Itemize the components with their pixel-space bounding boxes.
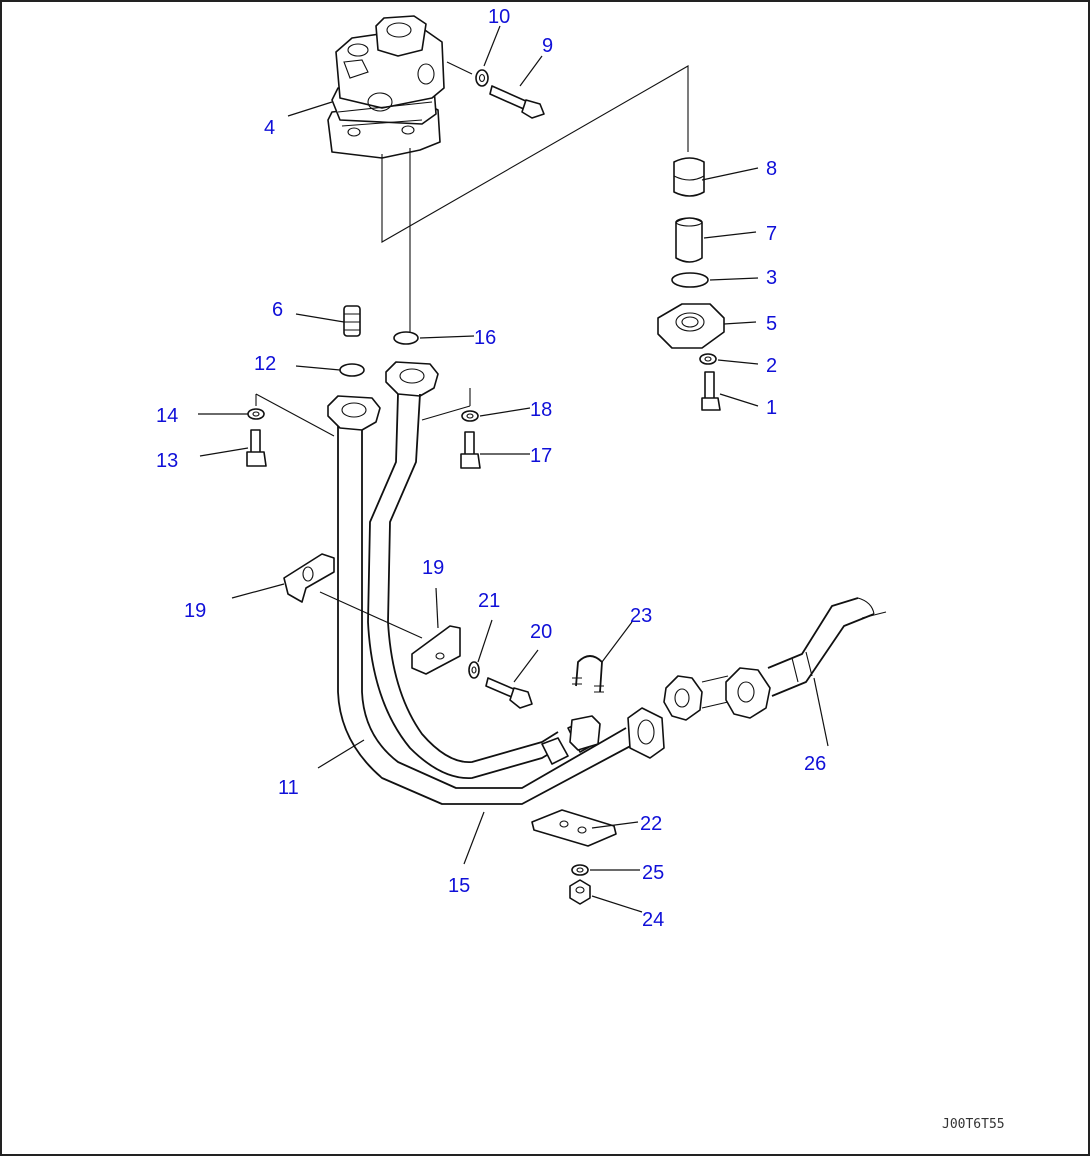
callout-25: 25 [642, 862, 664, 884]
part-12-o-ring [339, 363, 365, 377]
callout-9: 9 [542, 35, 553, 57]
callout-26: 26 [804, 753, 826, 775]
callout-12: 12 [254, 353, 276, 375]
part-18-washer [461, 410, 479, 422]
part-11-pipe [327, 395, 639, 805]
part-26-hose [663, 597, 887, 721]
callout-labels: 1 2 3 4 5 6 7 8 9 10 11 12 13 14 15 16 1… [156, 6, 826, 931]
part-19-clamp-left [283, 553, 423, 639]
part-9-bolt [489, 85, 545, 119]
callout-4: 4 [264, 117, 275, 139]
part-22-plate [531, 809, 617, 847]
centerline-4-to-8 [381, 65, 689, 243]
part-14-washer [247, 408, 265, 420]
callout-23: 23 [630, 605, 652, 627]
callout-6: 6 [272, 299, 283, 321]
part-16-o-ring [393, 331, 419, 345]
centerline-13-14 [255, 393, 335, 437]
drawing-code: J00T6T55 [942, 1117, 1005, 1132]
part-1-bolt [701, 371, 721, 411]
callout-10: 10 [488, 6, 510, 28]
pipe-coupling [541, 715, 601, 765]
callout-3: 3 [766, 267, 777, 289]
part-19-bracket-right [411, 625, 461, 675]
part-13-bolt [246, 429, 267, 467]
part-23-u-bolt [572, 655, 604, 693]
part-7-collar [675, 217, 703, 263]
part-6-spring [343, 305, 361, 337]
part-3-o-ring [671, 272, 709, 288]
callout-5: 5 [766, 313, 777, 335]
part-4-pump-body [327, 15, 445, 159]
callout-2: 2 [766, 355, 777, 377]
callout-16: 16 [474, 327, 496, 349]
part-2-washer [699, 353, 717, 365]
part-5-flange [657, 303, 725, 349]
callout-7: 7 [766, 223, 777, 245]
callout-13: 13 [156, 450, 178, 472]
callout-21: 21 [478, 590, 500, 612]
part-24-nut [569, 879, 591, 905]
pipe-end-flange [627, 707, 665, 759]
callout-20: 20 [530, 621, 552, 643]
part-10-washer [475, 69, 489, 87]
part-15-pipe [367, 361, 563, 779]
centerline-10 [446, 61, 473, 75]
callout-19-right: 19 [422, 557, 444, 579]
callout-17: 17 [530, 445, 552, 467]
part-25-washer [571, 864, 589, 876]
part-17-bolt [460, 431, 481, 469]
callout-11: 11 [278, 777, 299, 799]
callout-22: 22 [640, 813, 662, 835]
part-8-sleeve [673, 157, 705, 197]
callout-1: 1 [766, 397, 777, 419]
leader-lines [198, 25, 829, 913]
part-20-bolt [485, 677, 533, 709]
callout-15: 15 [448, 875, 470, 897]
callout-19-left: 19 [184, 600, 206, 622]
callout-14: 14 [156, 405, 178, 427]
callout-24: 24 [642, 909, 664, 931]
callout-18: 18 [530, 399, 552, 421]
part-21-washer [468, 661, 480, 679]
centerline-17-18 [421, 388, 471, 421]
callout-8: 8 [766, 158, 777, 180]
